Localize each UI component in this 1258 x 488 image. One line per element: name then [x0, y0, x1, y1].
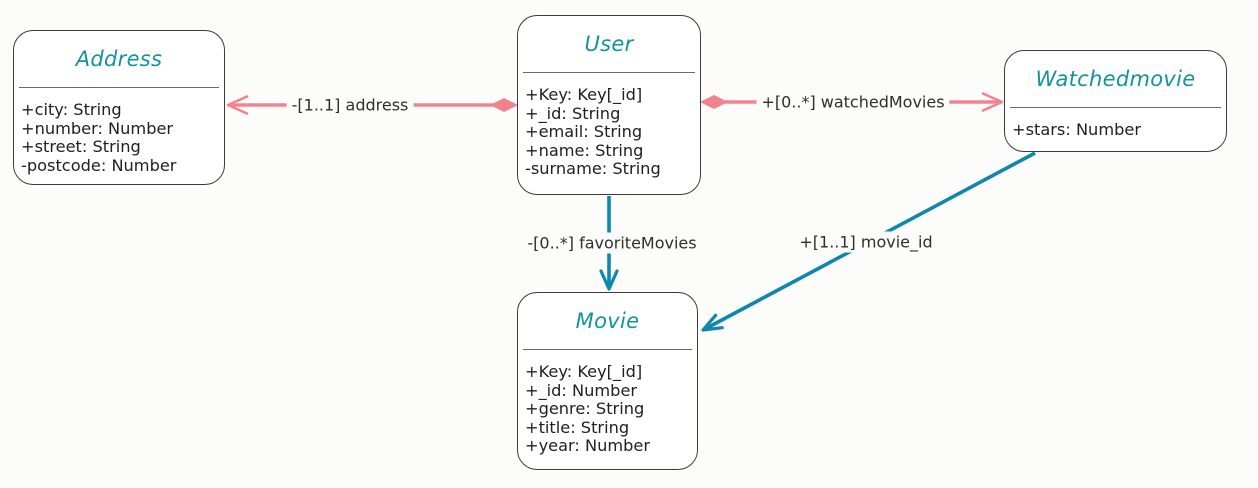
attribute-list: +Key: Key[_id] +_id: String +email: Stri… — [518, 73, 700, 179]
class-box-user[interactable]: User +Key: Key[_id] +_id: String +email:… — [517, 15, 701, 195]
edge-label-watchedmovies[interactable]: +[0..*] watchedMovies — [756, 91, 950, 113]
attribute-row[interactable]: +genre: String — [525, 399, 645, 418]
class-box-watchedmovie[interactable]: Watchedmovie +stars: Number — [1004, 50, 1227, 152]
attribute-row[interactable]: +_id: String — [525, 103, 621, 123]
attribute-row[interactable]: -surname: String — [525, 159, 661, 178]
attribute-row[interactable]: +city: String — [21, 100, 122, 119]
composition-diamond-icon — [699, 94, 729, 110]
attribute-row[interactable]: +year: Number — [525, 436, 651, 455]
class-title: Address — [75, 47, 163, 71]
attribute-row[interactable]: +title: String — [525, 417, 630, 437]
open-arrowhead-icon — [599, 269, 619, 291]
edge-label-movie-id[interactable]: +[1..1] movie_id — [794, 231, 938, 253]
attribute-row[interactable]: +number: Number — [21, 118, 174, 138]
title-divider-line — [523, 349, 692, 350]
attribute-row[interactable]: +name: String — [525, 140, 644, 160]
title-divider-line — [19, 87, 219, 88]
class-box-address[interactable]: Address +city: String +number: Number +s… — [13, 30, 225, 185]
open-arrowhead-icon — [226, 95, 249, 115]
title-divider-line — [1010, 107, 1221, 108]
class-title: User — [584, 32, 634, 56]
attribute-row[interactable]: +email: String — [525, 122, 643, 141]
attribute-row[interactable]: +Key: Key[_id] — [525, 85, 643, 104]
attribute-row[interactable]: -postcode: Number — [21, 155, 177, 175]
edge-label-address[interactable]: -[1..1] address — [286, 94, 414, 116]
edge-label-favoritemovies[interactable]: -[0..*] favoriteMovies — [522, 232, 702, 254]
class-title: Movie — [575, 309, 640, 333]
attribute-list: +Key: Key[_id] +_id: Number +genre: Stri… — [518, 350, 697, 456]
open-arrowhead-icon — [981, 92, 1004, 112]
attribute-list: +city: String +number: Number +street: S… — [14, 88, 224, 175]
attribute-row[interactable]: +Key: Key[_id] — [525, 362, 643, 381]
open-arrowhead-icon — [701, 313, 724, 332]
attribute-row[interactable]: +stars: Number — [1012, 120, 1141, 139]
class-box-movie[interactable]: Movie +Key: Key[_id] +_id: Number +genre… — [517, 292, 698, 470]
attribute-row[interactable]: +_id: Number — [525, 380, 638, 400]
class-title: Watchedmovie — [1035, 67, 1196, 91]
title-divider-line — [523, 72, 695, 73]
attribute-row[interactable]: +street: String — [21, 137, 141, 156]
attribute-list: +stars: Number — [1005, 108, 1226, 140]
composition-diamond-icon — [489, 97, 519, 113]
